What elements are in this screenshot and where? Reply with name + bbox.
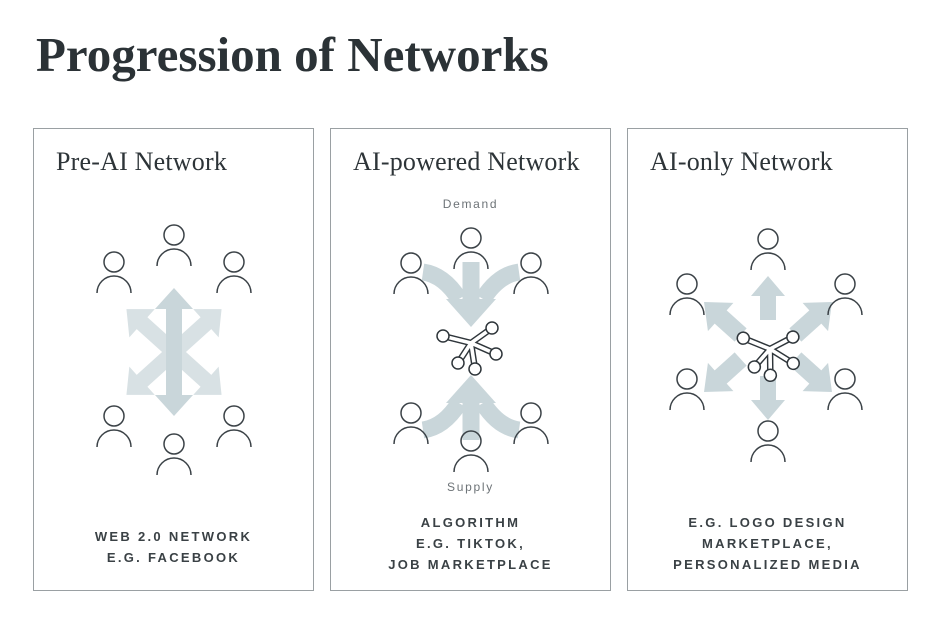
person-icon	[155, 433, 192, 476]
person-icon	[668, 368, 705, 411]
caption-line: MARKETPLACE,	[702, 536, 833, 552]
panel-caption: E.G. LOGO DESIGN MARKETPLACE, PERSONALIZ…	[634, 512, 901, 575]
person-icon	[826, 273, 863, 316]
person-icon	[215, 251, 252, 294]
caption-line: WEB 2.0 NETWORK	[94, 529, 253, 544]
algorithm-node-icon	[437, 322, 502, 375]
caption-line: E.G. LOGO DESIGN	[688, 515, 847, 530]
person-icon	[668, 273, 705, 316]
six-way-arrows-icon	[113, 288, 234, 416]
person-icon	[826, 368, 863, 411]
panel-ai-only-network: AI-only Network E.G. LOG	[627, 128, 908, 591]
person-icon	[215, 405, 252, 448]
ai-only-network-figure	[668, 228, 863, 463]
panel-ai-powered-network: AI-powered Network Demand Supply ALGORIT…	[330, 128, 611, 591]
caption-line: JOB MARKETPLACE	[388, 557, 553, 573]
supply-label: Supply	[447, 480, 494, 494]
demand-label: Demand	[442, 197, 499, 211]
ai-powered-network-figure	[392, 227, 549, 473]
caption-line: PERSONALIZED MEDIA	[673, 557, 862, 573]
panel-caption: ALGORITHM E.G. TIKTOK, JOB MARKETPLACE	[337, 512, 604, 575]
person-icon	[95, 251, 132, 294]
caption-line: ALGORITHM	[420, 515, 521, 530]
page-title: Progression of Networks	[36, 27, 549, 82]
person-icon	[749, 420, 786, 463]
caption-line: E.G. FACEBOOK	[106, 550, 241, 566]
person-icon	[749, 228, 786, 271]
panel-pre-ai-network: Pre-AI Network WEB 2.0 NETWORK E.G. FACE…	[33, 128, 314, 591]
panel-title: AI-powered Network	[353, 147, 580, 176]
panels-row: Pre-AI Network WEB 2.0 NETWORK E.G. FACE…	[33, 128, 908, 591]
panel-title: Pre-AI Network	[56, 147, 228, 176]
person-icon	[155, 224, 192, 267]
panel-title: AI-only Network	[650, 147, 833, 176]
algorithm-node-icon	[731, 323, 803, 385]
person-icon	[95, 405, 132, 448]
panel-caption: WEB 2.0 NETWORK E.G. FACEBOOK	[40, 526, 307, 568]
pre-ai-network-figure	[95, 224, 252, 476]
caption-line: E.G. TIKTOK,	[416, 536, 525, 552]
merge-arrow-down-icon	[423, 262, 519, 327]
